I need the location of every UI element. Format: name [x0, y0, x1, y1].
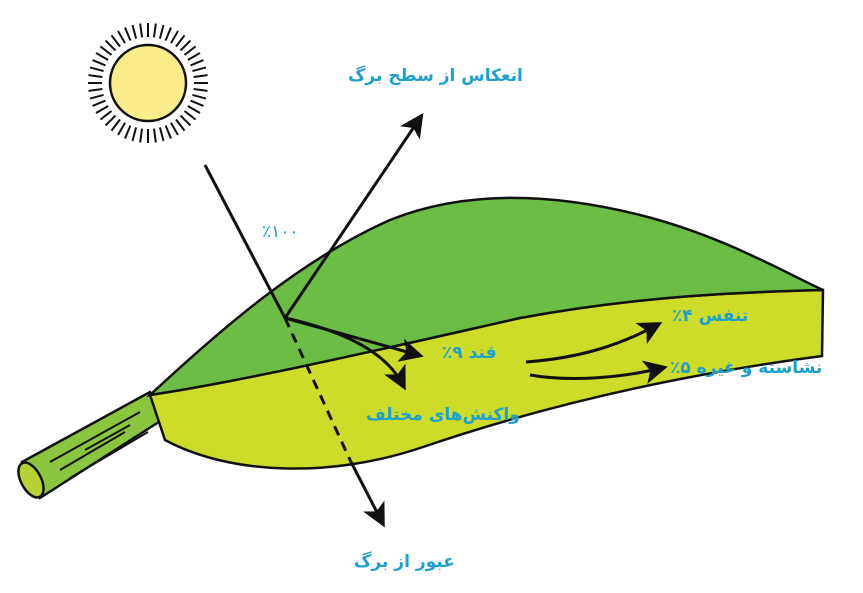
transmission-arrow	[348, 459, 385, 528]
sun-ray	[187, 52, 201, 61]
sun-ray	[179, 114, 192, 127]
sun-ray	[88, 74, 103, 78]
sun-ray	[170, 30, 179, 44]
stem-cut	[17, 461, 45, 499]
sun-ray	[183, 45, 197, 56]
transmission-dashed	[283, 317, 352, 461]
sun-ray	[179, 39, 192, 52]
sun-ray	[153, 23, 157, 38]
reactions-arrow	[284, 316, 406, 391]
sun-ray	[183, 110, 197, 121]
sun-ray	[131, 24, 138, 39]
sun-ray	[158, 127, 165, 142]
sun-ray	[117, 122, 126, 136]
stem-veins	[49, 411, 149, 479]
sun-ray	[92, 99, 106, 107]
sun-ray	[192, 93, 207, 100]
label-incoming: ٪۱۰۰	[262, 222, 299, 242]
sun-ray	[187, 105, 201, 114]
sun-ray	[192, 66, 207, 73]
sun-ray	[190, 99, 204, 107]
sun-ray	[139, 128, 143, 143]
sun-ray	[193, 88, 208, 92]
sun-ray	[175, 34, 186, 48]
sun-ray	[89, 93, 104, 100]
sun-disc	[108, 43, 188, 123]
sun-ray	[92, 59, 106, 67]
sun-ray	[89, 66, 104, 73]
label-respiration: تنفس ۴٪	[672, 306, 749, 326]
starch-arrow	[529, 360, 668, 384]
respiration-arrow	[525, 322, 663, 364]
sun-ray	[88, 88, 103, 92]
sun-ray	[139, 23, 143, 38]
sun-ray	[110, 34, 121, 48]
sun-ray	[153, 128, 157, 143]
sun-ray	[124, 125, 132, 139]
reflection-arrow	[283, 113, 424, 319]
label-sugar: قند ۹٪	[442, 343, 497, 363]
sun-icon	[88, 23, 208, 143]
sun-ray	[131, 127, 138, 142]
sun-ray	[95, 105, 109, 114]
sun-ray	[158, 24, 165, 39]
sun-ray	[164, 27, 172, 41]
sun-ray	[104, 114, 117, 127]
sun-ray	[164, 125, 172, 139]
sun-ray	[99, 110, 113, 121]
sun-ray	[104, 39, 117, 52]
sun-ray	[170, 122, 179, 136]
label-transmission: عبور از برگ	[354, 552, 455, 572]
sun-ray	[117, 30, 126, 44]
label-starch: نشاسته و غیره ۵٪	[670, 358, 823, 378]
sun-ray	[193, 74, 208, 78]
sun-ray	[110, 118, 121, 132]
incoming-light-arrow	[203, 164, 287, 319]
sun-ray	[124, 27, 132, 41]
leaf-upper-surface	[146, 196, 824, 397]
label-reactions: واکنش‌های مختلف	[366, 405, 520, 425]
sun-ray	[175, 118, 186, 132]
label-reflection: انعکاس از سطح برگ	[348, 66, 523, 86]
sun-ray	[190, 59, 204, 67]
sun-ray	[95, 52, 109, 61]
sun-ray	[99, 45, 113, 56]
